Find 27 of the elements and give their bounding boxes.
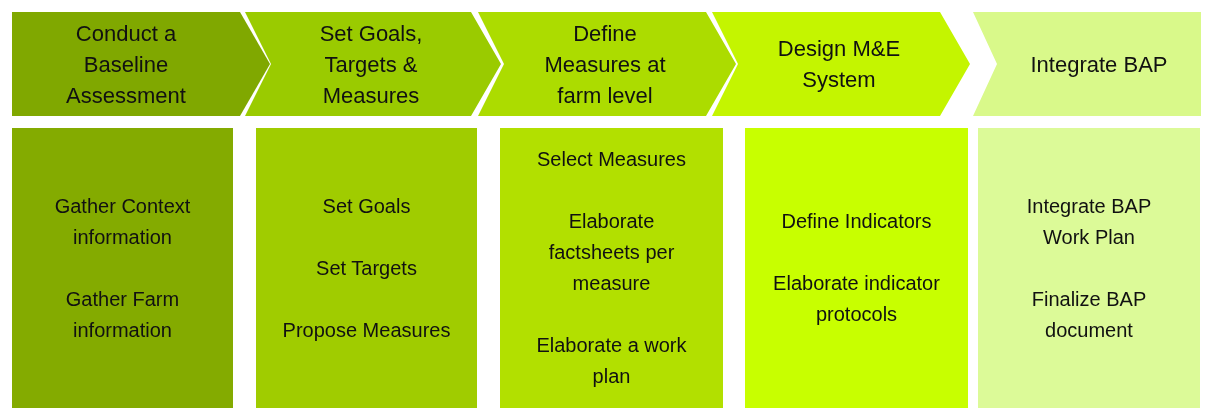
task-text: Gather Farm information <box>64 286 181 343</box>
task-text: Elaborate factsheets per measure <box>547 209 676 296</box>
task-text: Integrate BAP Work Plan <box>1025 193 1153 250</box>
task-text: Set Targets <box>316 255 417 281</box>
task-text: Finalize BAP document <box>1030 286 1148 343</box>
process-step-header <box>478 12 736 116</box>
process-step-header <box>245 12 501 116</box>
task-text: Elaborate a work plan <box>535 333 688 389</box>
step-title: Design M&E System <box>776 35 902 94</box>
process-step-header <box>712 12 970 116</box>
step-title: Define Measures at farm level <box>543 19 667 110</box>
task-text: Propose Measures <box>282 317 451 343</box>
process-step-header <box>12 12 270 116</box>
step-title: Conduct a Baseline Assessment <box>65 19 187 110</box>
step-title: Integrate BAP <box>1030 50 1168 79</box>
task-text: Set Goals <box>322 193 411 219</box>
task-panel <box>745 128 968 408</box>
task-panel <box>256 128 477 408</box>
task-text: Select Measures <box>537 147 686 172</box>
task-text: Define Indicators <box>781 209 932 234</box>
step-title: Set Goals, Targets & Measures <box>318 19 424 110</box>
task-panel <box>500 128 723 408</box>
task-panel <box>978 128 1200 408</box>
task-panel <box>12 128 233 408</box>
task-text: Elaborate indicator protocols <box>772 271 941 327</box>
task-text: Gather Context information <box>53 193 192 250</box>
process-step-header <box>973 12 1201 116</box>
